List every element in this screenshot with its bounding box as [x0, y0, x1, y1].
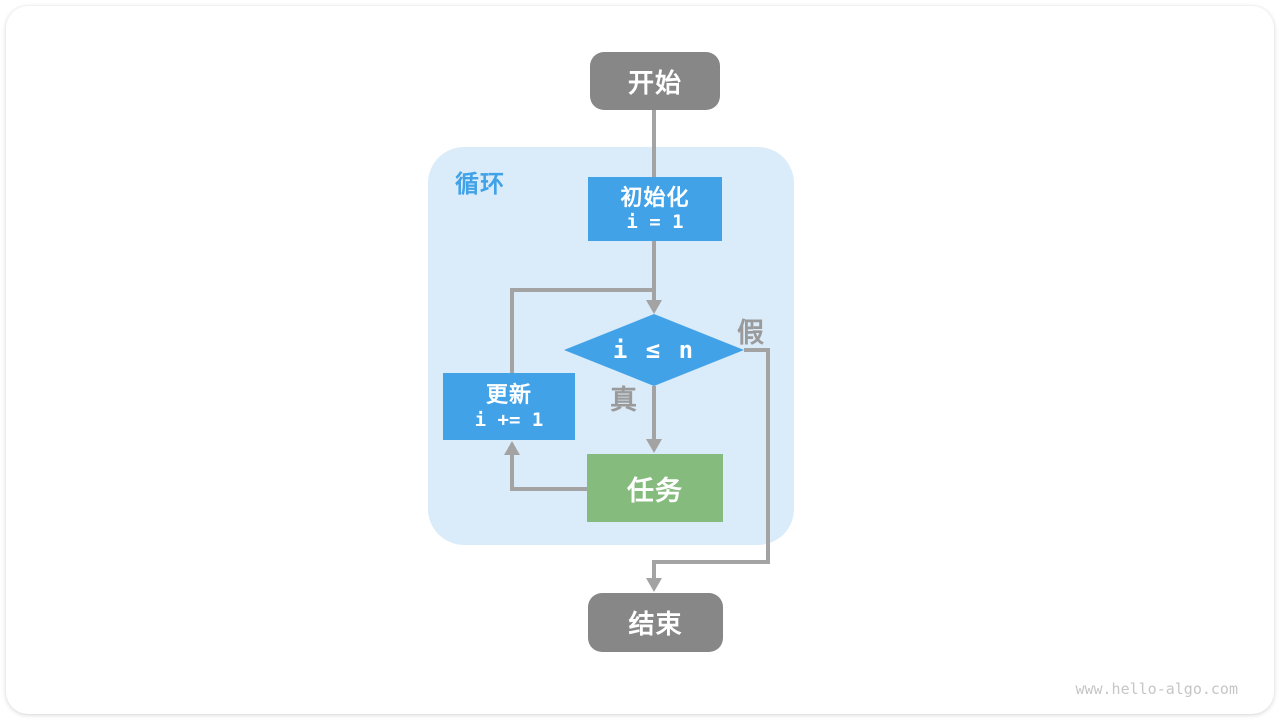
arrowhead-update-bottom	[504, 441, 520, 455]
init-node-code: i = 1	[626, 211, 684, 234]
init-node: 初始化 i = 1	[588, 177, 722, 241]
update-node-label: 更新	[485, 382, 532, 408]
end-node-label: 结束	[628, 609, 683, 639]
init-node-label: 初始化	[620, 184, 690, 210]
branch-false-label: 假	[737, 318, 764, 348]
watermark: www.hello-algo.com	[1075, 680, 1238, 698]
condition-node-label: i ≤ n	[612, 336, 696, 364]
arrowhead-end-top	[646, 578, 662, 592]
update-node: 更新 i += 1	[443, 373, 575, 440]
arrowhead-condition-top	[646, 300, 662, 314]
connector-task-to-update	[510, 453, 587, 491]
connector-update-to-merge	[510, 288, 654, 376]
task-node: 任务	[587, 454, 723, 522]
connector-condition-to-end	[652, 348, 770, 580]
condition-diamond-shape	[564, 314, 744, 386]
start-node: 开始	[590, 52, 720, 110]
start-node-label: 开始	[627, 67, 682, 98]
loop-region-label: 循环	[455, 171, 505, 198]
task-node-label: 任务	[627, 475, 683, 506]
end-node: 结束	[588, 593, 723, 652]
branch-true-label: 真	[610, 385, 637, 415]
arrowhead-task-top	[646, 439, 662, 453]
update-node-code: i += 1	[474, 408, 544, 431]
